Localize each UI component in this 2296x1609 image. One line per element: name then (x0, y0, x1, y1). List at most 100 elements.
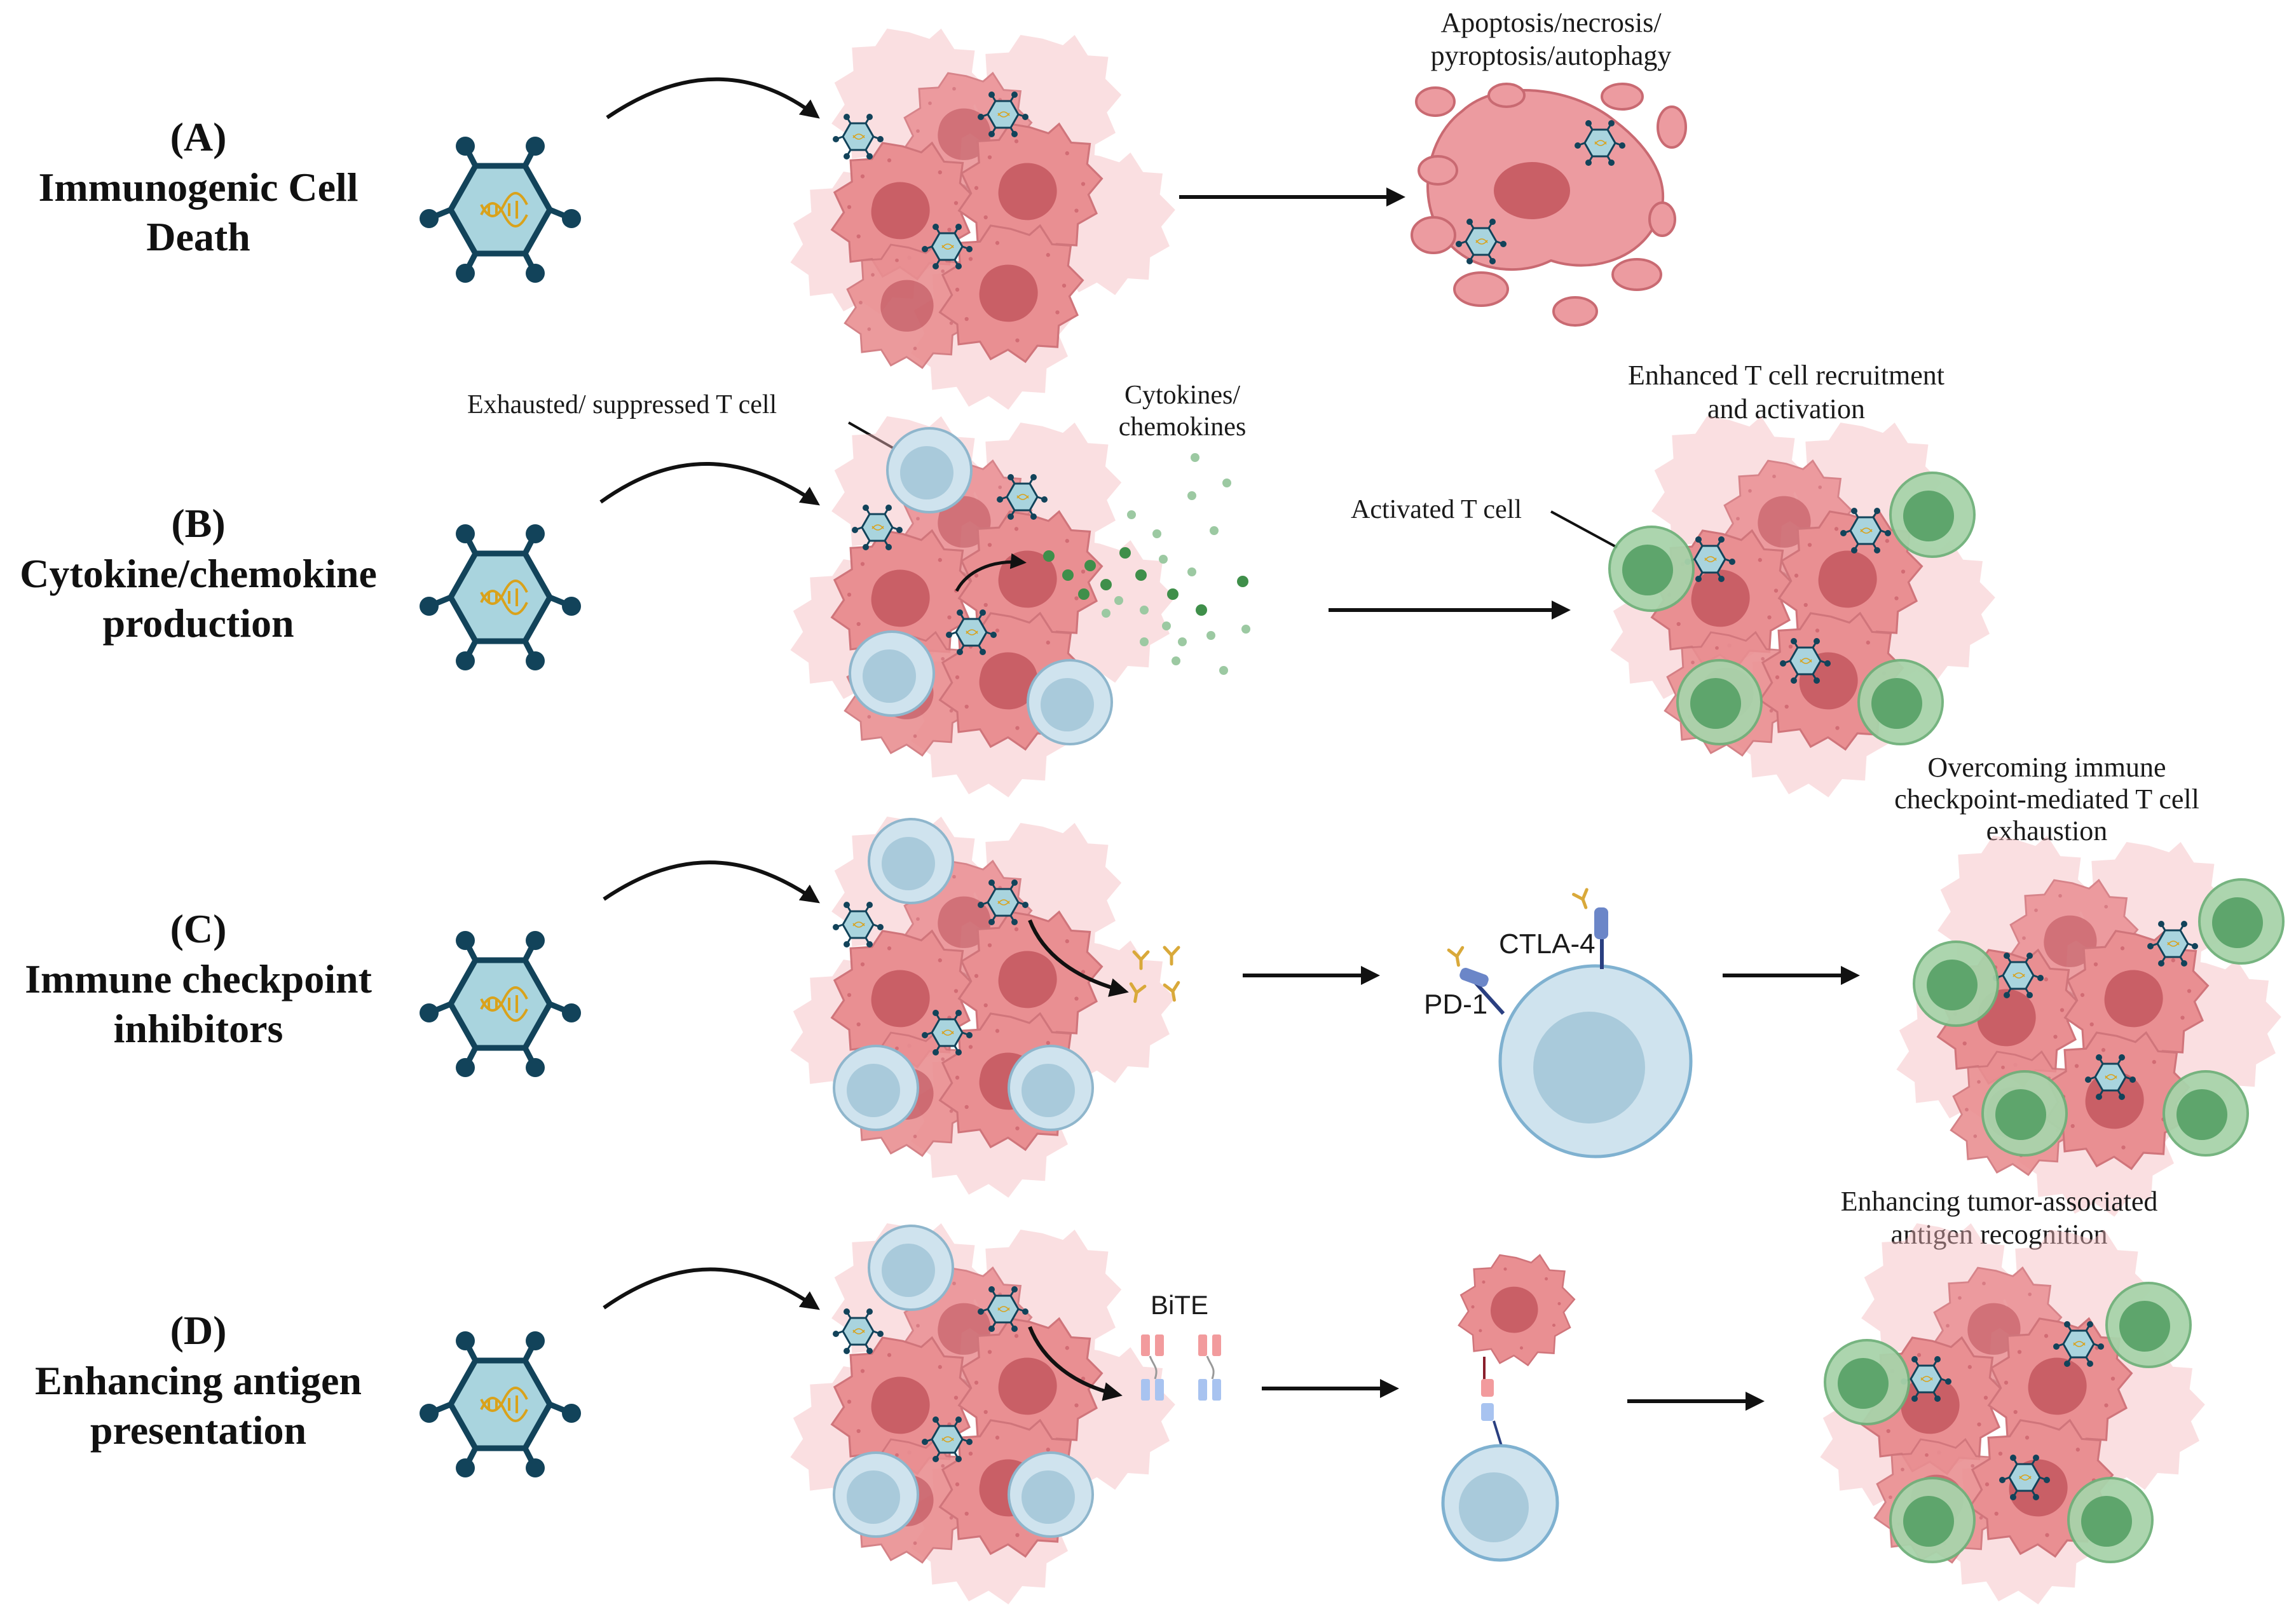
cytokine-dot (1178, 637, 1187, 646)
cytokine-dot (1222, 479, 1231, 487)
t-cell-icon (1027, 659, 1113, 745)
cytokine-dot (1043, 550, 1055, 562)
panel-b-outcome-line-1: Enhanced T cell recruitment (1628, 360, 1944, 391)
t-cell-icon (1608, 526, 1695, 612)
t-cell-icon (1857, 659, 1944, 745)
cytokine-dot (1140, 637, 1149, 646)
cytokine-dot (1152, 529, 1161, 538)
cytokine-dot (1078, 588, 1090, 600)
panel-a-title-line-2: Death (146, 214, 250, 259)
panel-b-letter: (B) (171, 501, 225, 546)
cytokine-dot (1191, 453, 1199, 462)
t-cell-icon (1676, 659, 1763, 745)
arrow-icon (603, 860, 820, 904)
cytokine-dot (1100, 579, 1112, 590)
panel-d-letter: (D) (170, 1308, 227, 1353)
antibody-icon (1449, 947, 1465, 966)
cytokine-dot (1159, 555, 1168, 564)
cytokine-dot (1237, 576, 1248, 587)
cytokine-label-line-1: Cytokines/ (1124, 381, 1240, 410)
cytokine-dot (1114, 596, 1123, 605)
panel-c-outcome-line-1: Overcoming immune (1927, 752, 2166, 783)
t-cell-icon (1008, 1045, 1094, 1131)
activated-t-cell-label: Activated T cell (1351, 495, 1522, 524)
arrow-icon (603, 1267, 820, 1310)
activated-t-cell-pointer (1550, 510, 1618, 549)
virus-icon (420, 137, 581, 283)
panel-c-title-line-2: inhibitors (114, 1006, 284, 1051)
t-cell-icon (833, 1451, 919, 1538)
bite-icon (1481, 1357, 1503, 1446)
panel-a-letter: (A) (170, 114, 227, 160)
dying-cell-fragments (1411, 83, 1687, 327)
t-cell-icon (1889, 472, 1976, 558)
panel-d-title-line-2: presentation (90, 1408, 306, 1453)
t-cell-icon (868, 1225, 954, 1311)
t-cell-icon (886, 427, 973, 513)
cytokine-dot (1062, 569, 1074, 581)
tumor-cell-icon (790, 1223, 1175, 1605)
cytokine-dot (1241, 625, 1250, 634)
arrow-icon (606, 77, 820, 119)
tumor-cell-icon (1459, 1255, 1575, 1365)
cytokine-dot (1084, 560, 1096, 571)
t-cell-icon (1981, 1070, 2068, 1157)
cytokine-label-line-2: chemokines (1119, 412, 1247, 442)
t-cell-icon (1824, 1339, 1910, 1425)
cytokine-dot (1162, 621, 1171, 630)
panel-b-title-line-2: production (102, 601, 294, 646)
panel-a: (A) Immunogenic Cell Death Apoptosis/nec… (38, 7, 1687, 410)
panel-b-title-line-1: Cytokine/chemokine (20, 551, 377, 596)
cytokine-dot (1102, 609, 1110, 618)
panel-b: (B) Cytokine/chemokine production Exhaus… (20, 360, 1995, 798)
t-cell-icon (1441, 1444, 1559, 1562)
t-cell-icon (2105, 1282, 2192, 1368)
panel-a-outcome-line-1: Apoptosis/necrosis/ (1440, 7, 1662, 38)
cytokine-dots (1043, 453, 1250, 675)
pd1-label: PD-1 (1424, 989, 1487, 1020)
tumor-cell-icon (790, 29, 1175, 410)
panel-d: (D) Enhancing antigen presentation BiTE (35, 1186, 2205, 1605)
t-cell-icon (1459, 907, 1693, 1158)
cytokine-dot (1196, 604, 1207, 616)
antibody-icon (1574, 890, 1593, 910)
cytokine-dot (1206, 631, 1215, 640)
t-cell-icon (1889, 1477, 1976, 1563)
t-cell-icon (1008, 1451, 1094, 1538)
t-cell-icon (2163, 1070, 2249, 1157)
ctla4-label: CTLA-4 (1499, 928, 1596, 960)
cytokine-dot (1172, 656, 1180, 665)
panel-d-outcome-line-1: Enhancing tumor-associated (1841, 1186, 2158, 1217)
cytokine-dot (1119, 547, 1131, 559)
cytokine-dot (1210, 526, 1219, 535)
t-cell-icon (833, 1045, 919, 1131)
virus-icon (420, 1331, 581, 1477)
panel-a-outcome-line-2: pyroptosis/autophagy (1431, 40, 1672, 71)
cytokine-dot (1167, 588, 1179, 600)
tumor-cell-icon (790, 817, 1175, 1198)
arrow-icon (599, 462, 820, 506)
cytokine-dot (1127, 510, 1136, 519)
exhausted-t-cell-label: Exhausted/ suppressed T cell (467, 390, 777, 419)
panel-c-letter: (C) (170, 906, 227, 951)
t-cell-icon (2067, 1477, 2154, 1563)
t-cell-icon (868, 818, 954, 904)
virus-icon (420, 931, 581, 1077)
panel-b-outcome-line-2: and activation (1707, 393, 1865, 424)
virus-icon (420, 524, 581, 670)
panel-c-title-line-1: Immune checkpoint (25, 956, 372, 1001)
t-cell-icon (1913, 940, 1999, 1027)
t-cell-icon (2198, 878, 2285, 965)
cytokine-dot (1219, 666, 1228, 675)
panel-c: (C) Immune checkpoint inhibitors (25, 752, 2285, 1217)
panel-d-title-line-1: Enhancing antigen (35, 1358, 362, 1403)
cytokine-dot (1187, 567, 1196, 576)
cytokine-dot (1140, 606, 1149, 614)
tumor-cell-icon (790, 416, 1175, 798)
cytokine-dot (1135, 569, 1147, 581)
cytokine-dot (1187, 491, 1196, 500)
t-cell-icon (849, 630, 935, 717)
bite-label: BiTE (1151, 1290, 1208, 1320)
